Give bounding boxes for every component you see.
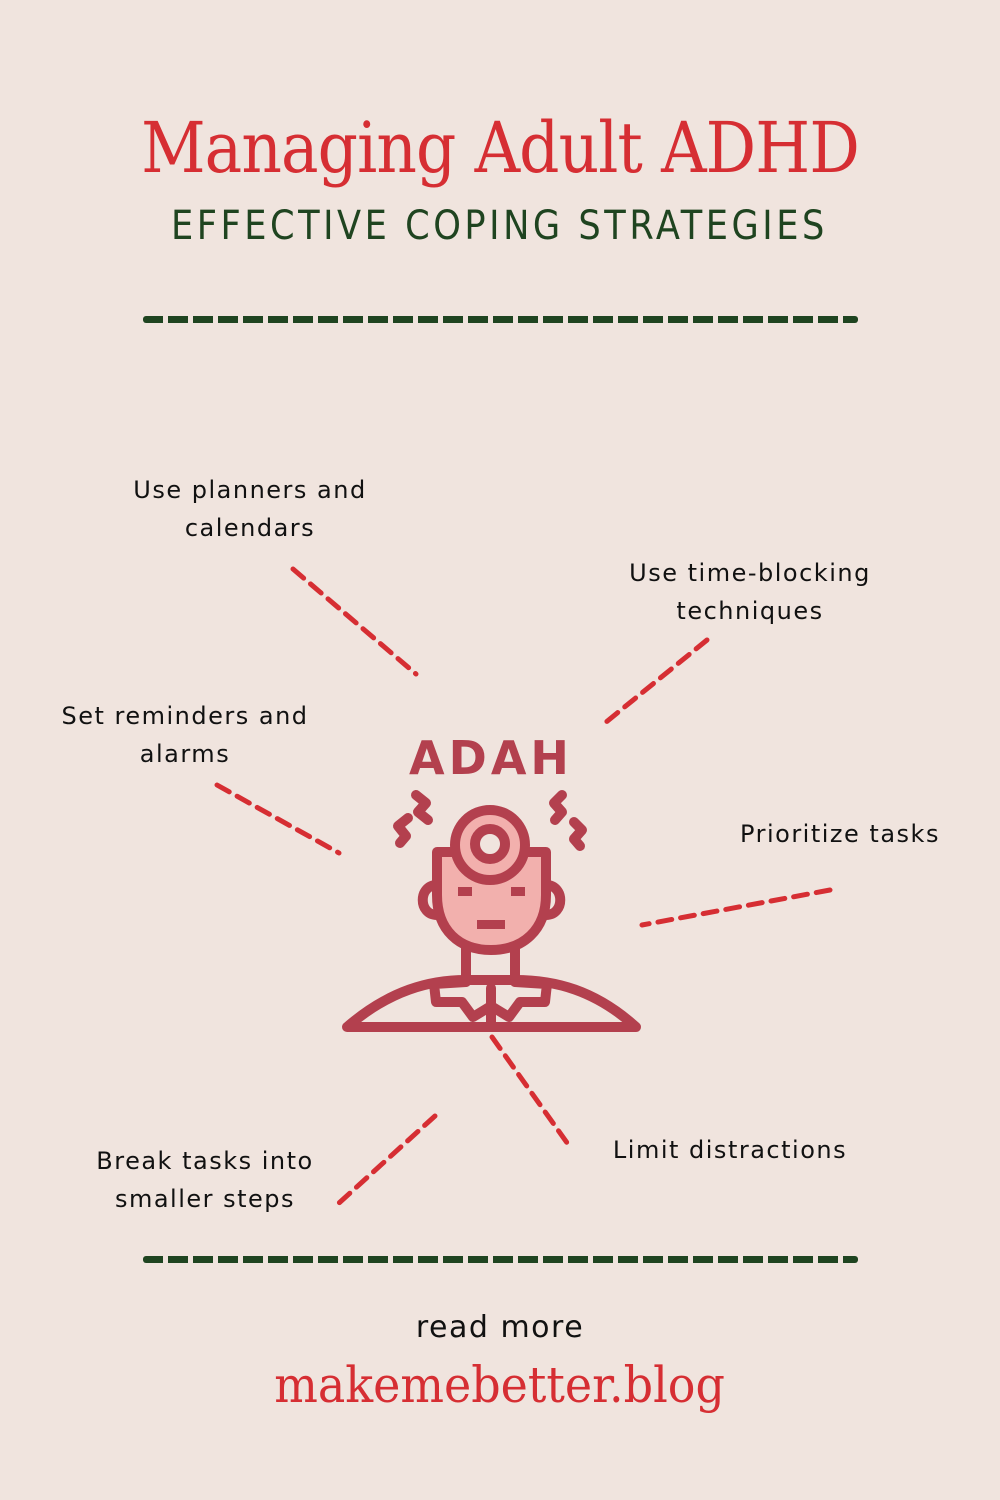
page-subtitle: EFFECTIVE COPING STRATEGIES — [170, 203, 828, 249]
strategy-label-distractions: Limit distractions — [612, 1136, 848, 1164]
facial-features — [458, 887, 525, 929]
connector-prioritize — [639, 887, 833, 928]
strategy-label-time-blocking: Use time-blocking techniques — [629, 559, 871, 625]
page-title: Managing Adult ADHD — [141, 107, 860, 189]
strategy-label-reminders: Set reminders and alarms — [61, 702, 309, 768]
stress-zigzag-right-bottom — [569, 817, 587, 851]
connector-distractions — [489, 1034, 573, 1150]
mouth — [477, 920, 505, 929]
connector-break-tasks — [336, 1113, 438, 1206]
stress-zigzag-left-top — [411, 790, 433, 825]
site-link[interactable]: makemebetter.blog — [274, 1356, 725, 1414]
face — [432, 847, 551, 955]
head-mirror-inner — [470, 824, 510, 864]
stress-zigzag-left-bottom — [393, 813, 413, 848]
connector-planners — [290, 566, 419, 677]
bottom-divider — [143, 1256, 858, 1263]
connector-time-blocking — [597, 637, 710, 730]
strategy-label-planners: Use planners and calendars — [133, 476, 367, 542]
right-eye — [511, 887, 525, 896]
left-eye — [458, 887, 472, 896]
top-divider — [143, 316, 858, 323]
strategy-label-break-tasks: Break tasks into smaller steps — [96, 1147, 314, 1213]
strategy-label-prioritize: Prioritize tasks — [740, 820, 940, 848]
stress-zigzag-right-top — [549, 790, 567, 825]
illustration-caption: ADAH — [409, 731, 573, 785]
read-more-text: read more — [415, 1310, 585, 1345]
connector-reminders — [214, 782, 342, 856]
